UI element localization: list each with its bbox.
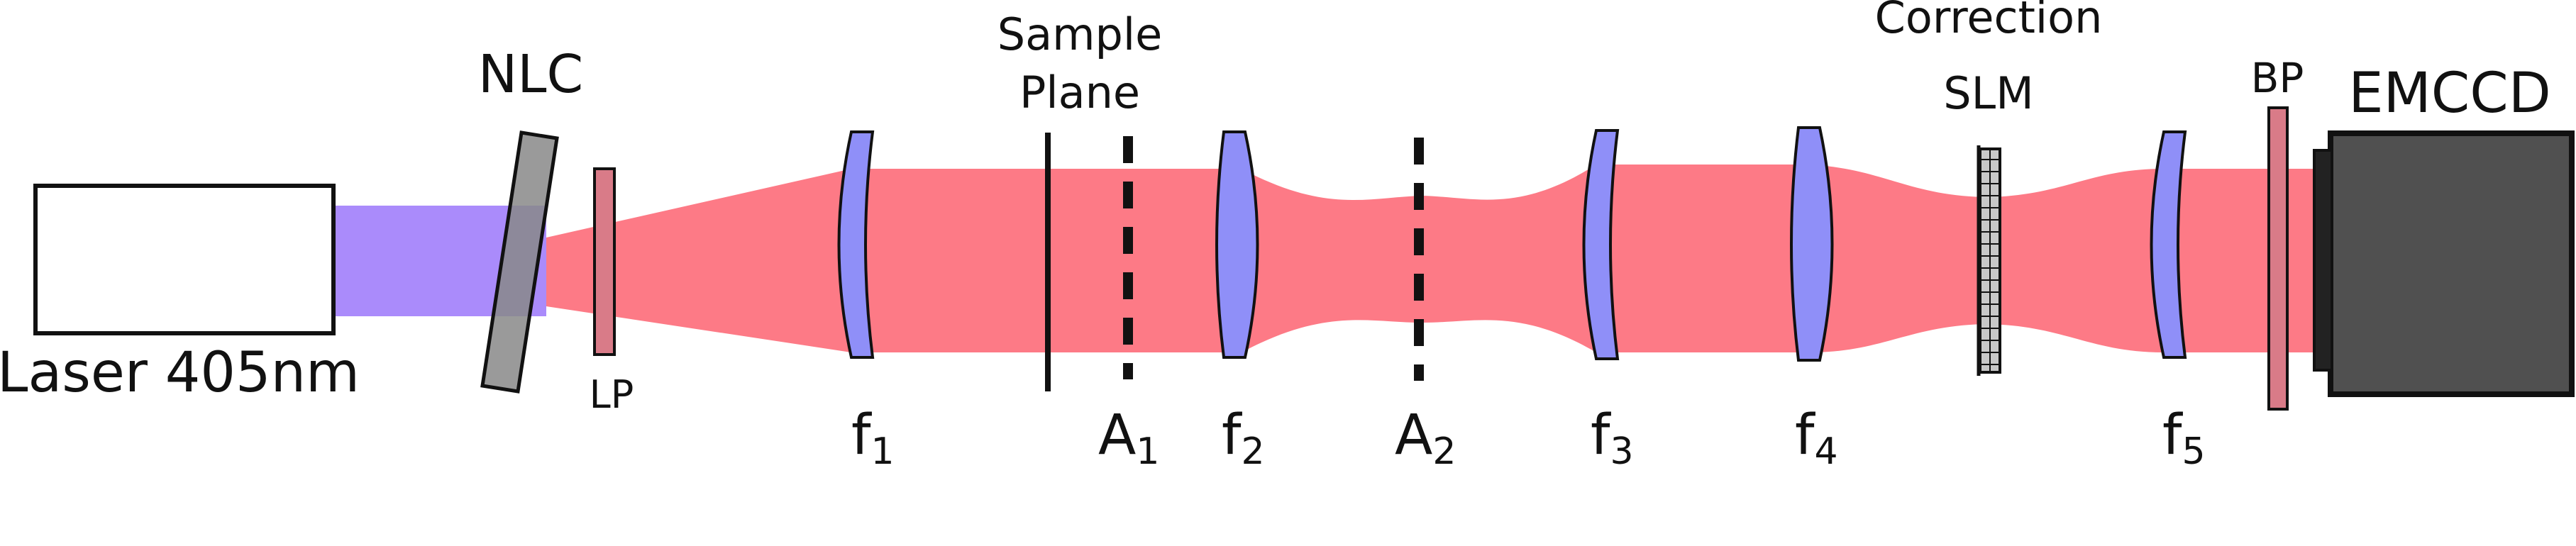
emission-beam [546,165,2341,352]
correction-label: Correction [1875,0,2103,43]
lens-f2 [1215,130,1259,359]
lens-f1 [837,130,875,359]
bp-label: BP [2251,54,2304,102]
lens-label-f2: f2 [1222,403,1265,473]
slm-device [1977,145,2001,376]
lp-label: LP [590,372,634,417]
sample-plane-label-line1: Sample [997,9,1162,60]
lens-f3 [1582,129,1620,360]
aperture-label-a1: A1 [1098,403,1159,473]
lp-filter [593,167,616,356]
laser-label: Laser 405nm [0,341,360,405]
nlc-crystal [480,130,559,394]
emccd-camera [2313,130,2575,397]
lens-label-f1: f1 [851,403,895,473]
lens-label-f3: f3 [1591,403,1634,473]
nlc-label: NLC [478,44,583,105]
lens-f5 [2150,130,2187,359]
emccd-label: EMCCD [2348,62,2551,126]
slm-label: SLM [1943,67,2033,119]
sample-plane-label-line2: Plane [1019,67,1140,118]
laser-source-box [33,184,336,335]
lens-f4 [1790,126,1834,362]
lens-label-f5: f5 [2162,403,2206,473]
bp-filter [2267,106,2289,411]
lens-label-f4: f4 [1795,403,1838,473]
aperture-label-a2: A2 [1395,403,1456,473]
